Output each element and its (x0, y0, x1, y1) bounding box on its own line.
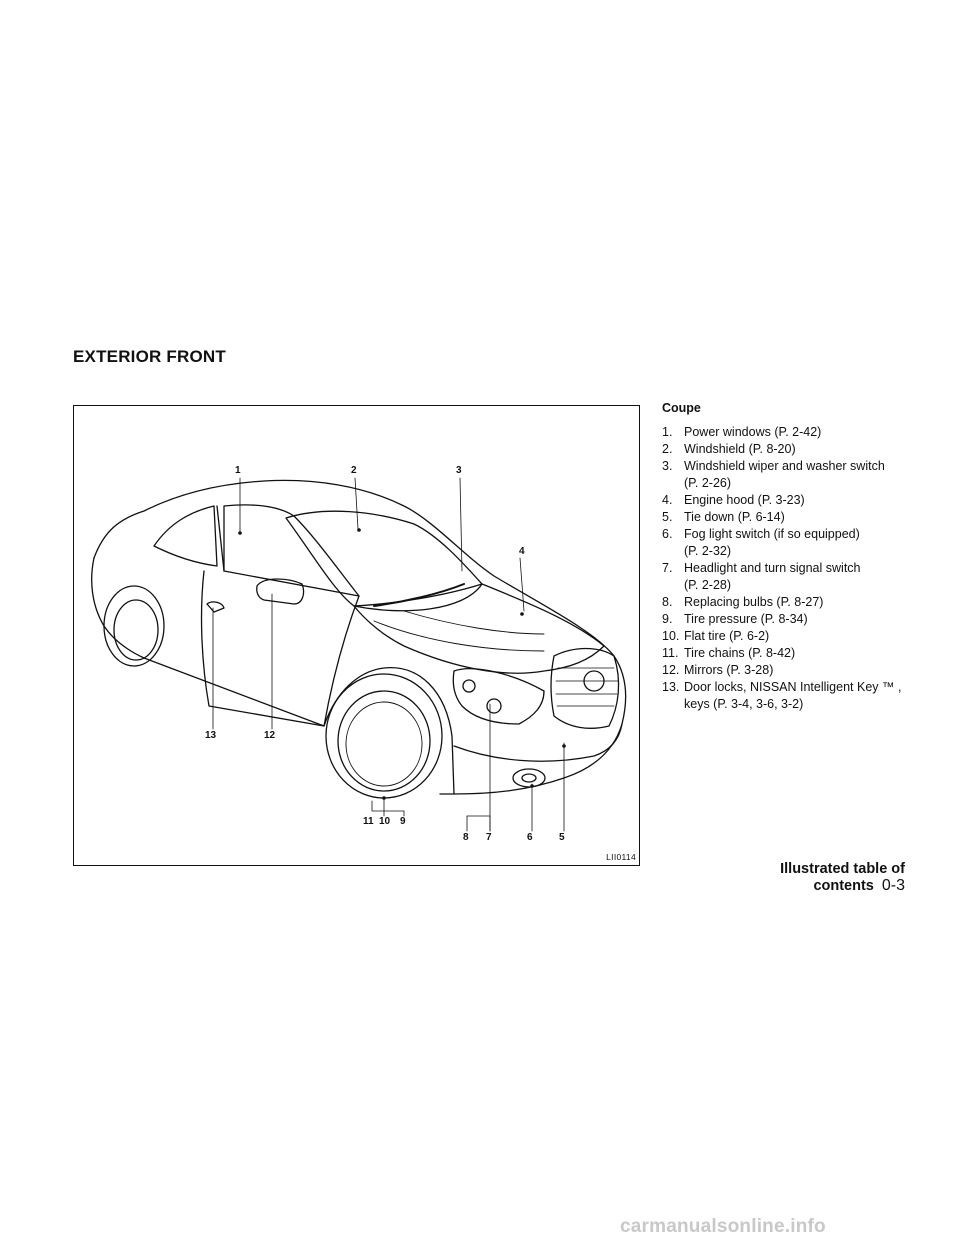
side-mirror (256, 578, 305, 605)
door-handle (206, 601, 225, 613)
section-title: EXTERIOR FRONT (73, 347, 226, 366)
grille (550, 647, 620, 729)
windshield (285, 510, 483, 607)
footer-page-number: 0-3 (881, 877, 905, 894)
caption-item: 10.Flat tire (P. 6-2) (662, 629, 770, 643)
callout-5: 5 (559, 832, 565, 843)
caption-item: 4.Engine hood (P. 3-23) (662, 493, 805, 507)
figure-code: LII0114 (606, 852, 636, 862)
caption-item: 2.Windshield (P. 8-20) (662, 442, 796, 456)
callout-13: 13 (205, 730, 217, 741)
caption-item: 11.Tire chains (P. 8-42) (662, 646, 796, 660)
lower-body (91, 557, 455, 795)
body-outline (93, 479, 627, 795)
callout-9: 9 (400, 816, 406, 827)
car-line-drawing (91, 477, 627, 832)
car-illustration-figure: 1 2 3 4 5 6 7 8 9 10 11 12 13 LII0114 (73, 405, 640, 866)
callout-11: 11 (363, 816, 374, 827)
door-line (200, 570, 360, 727)
figure-caption: Coupe 1.Power windows (P. 2-42) 2.Windsh… (662, 400, 902, 713)
rear-wheel (103, 585, 165, 667)
callout-8: 8 (463, 832, 469, 843)
footer-chapter-title: Illustrated table of contents (780, 861, 905, 894)
caption-item: 1.Power windows (P. 2-42) (662, 425, 822, 439)
callout-3: 3 (456, 465, 462, 476)
caption-item: 7.Headlight and turn signal switch(P. 2-… (662, 561, 861, 592)
front-wheel (325, 673, 443, 799)
front-bumper (453, 723, 623, 762)
callout-6: 6 (527, 832, 533, 843)
side-window-rear (153, 505, 218, 567)
caption-variant: Coupe (662, 401, 701, 415)
caption-item: 5.Tie down (P. 6-14) (662, 510, 785, 524)
fog-light (512, 768, 546, 788)
caption-item-list: 1.Power windows (P. 2-42) 2.Windshield (… (662, 424, 902, 713)
hood-lines (353, 583, 605, 674)
window-pillar (216, 505, 225, 572)
callout-2: 2 (351, 465, 357, 476)
callout-12: 12 (264, 730, 276, 741)
caption-item: 13.Door locks, NISSAN Intelligent Key ™ … (662, 680, 902, 711)
watermark: carmanualsonline.info (620, 1216, 826, 1237)
caption-item: 3.Windshield wiper and washer switch(P. … (662, 459, 885, 490)
callout-1: 1 (235, 465, 241, 476)
headlight (452, 668, 545, 725)
wiper (373, 583, 465, 607)
caption-item: 6.Fog light switch (if so equipped)(P. 2… (662, 527, 860, 558)
caption-item: 8.Replacing bulbs (P. 8-27) (662, 595, 824, 609)
callout-7: 7 (486, 832, 492, 843)
side-window-front (223, 504, 360, 597)
callout-10: 10 (379, 816, 391, 827)
callout-4: 4 (519, 546, 525, 557)
caption-item: 9.Tire pressure (P. 8-34) (662, 612, 808, 626)
caption-item: 12.Mirrors (P. 3-28) (662, 663, 774, 677)
